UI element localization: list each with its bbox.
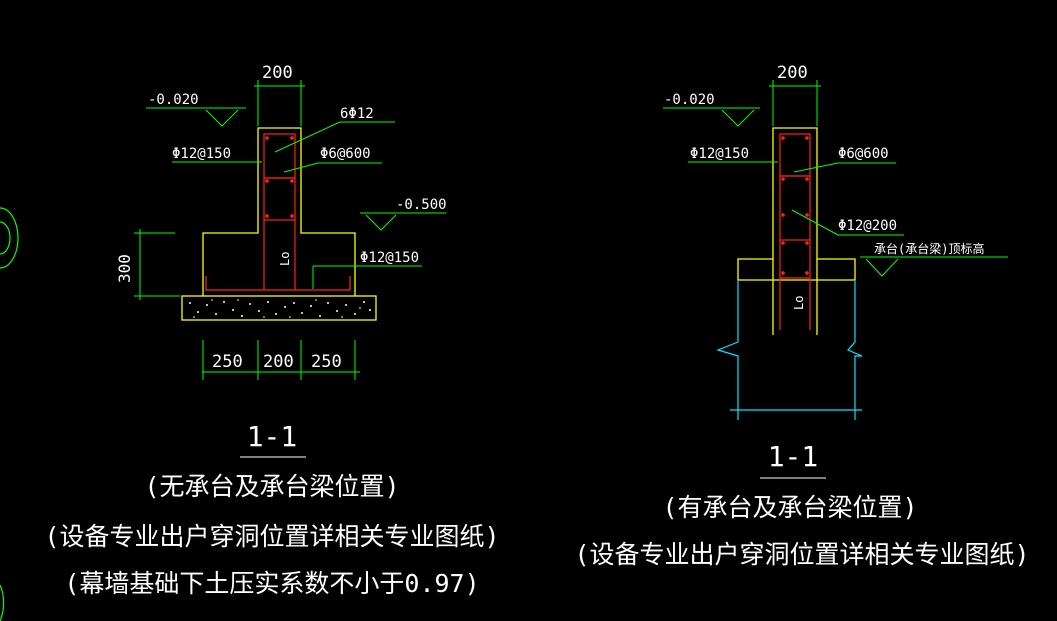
right-rebar-dots: [781, 136, 809, 275]
left-rebar: [205, 133, 351, 291]
left-dim-right: 250: [311, 352, 342, 372]
edge-marker-top-inner: [0, 221, 11, 255]
right-dim-top: 200: [777, 63, 808, 83]
left-dim-top: 200: [262, 63, 293, 83]
right-wall-outline: [737, 127, 856, 280]
left-note-1: (无承台及承台梁位置): [144, 472, 399, 501]
right-note-1: (有承台及承台梁位置): [662, 493, 917, 522]
left-wall-outline: [202, 127, 356, 296]
right-tie-label: Φ6@600: [838, 146, 889, 162]
right-rebar: [779, 133, 811, 330]
left-tie-label: Φ6@600: [320, 146, 371, 162]
right-dimensions: [769, 80, 821, 126]
right-elev-top: -0.020: [664, 92, 715, 108]
right-section-detail: 200 -0.020 Φ12@150 Φ6@600 Φ12@200 承台(承台梁…: [574, 63, 1029, 569]
edge-marker-bottom: [0, 584, 5, 621]
left-dimensions: [134, 80, 360, 380]
left-title-block: 1-1 (无承台及承台梁位置) (设备专业出户穿洞位置详相关专业图纸) (幕墙基…: [44, 420, 499, 598]
left-elev-side: -0.500: [396, 197, 447, 213]
left-note-2: (设备专业出户穿洞位置详相关专业图纸): [44, 522, 499, 551]
right-cap-elevation-label: 承台(承台梁)顶标高: [874, 241, 984, 256]
right-anchor-label: Lo: [792, 296, 806, 310]
left-note-3: (幕墙基础下土压实系数不小于0.97): [64, 569, 479, 598]
left-stirrup-label: Φ12@150: [172, 146, 231, 162]
right-leaders: [663, 107, 1008, 277]
left-labels: 200 -0.020 6Φ12 Φ12@150 Φ6@600 -0.500 Φ1…: [115, 63, 447, 372]
left-rebar-main-label: 6Φ12: [340, 106, 374, 122]
right-note-2: (设备专业出户穿洞位置详相关专业图纸): [574, 540, 1029, 569]
right-stirrup2-label: Φ12@200: [838, 218, 897, 234]
left-leaders: [146, 107, 446, 289]
left-anchor-label: Lo: [278, 252, 292, 266]
edge-marker-top: [0, 207, 19, 269]
left-section-title: 1-1: [247, 420, 298, 453]
left-gravel-cushion: [181, 295, 377, 321]
left-bottom-bar-label: Φ12@150: [360, 250, 419, 266]
left-height-dim: 300: [115, 254, 134, 283]
right-title-block: 1-1 (有承台及承台梁位置) (设备专业出户穿洞位置详相关专业图纸): [574, 440, 1029, 569]
left-section-detail: 200 -0.020 6Φ12 Φ12@150 Φ6@600 -0.500 Φ1…: [44, 63, 499, 598]
right-stirrup-label: Φ12@150: [690, 146, 749, 162]
left-gravel-texture: [189, 299, 371, 318]
left-dim-mid: 200: [263, 352, 294, 372]
right-pile-outline: [716, 280, 863, 420]
left-dim-left: 250: [212, 352, 243, 372]
left-elev-top: -0.020: [148, 92, 199, 108]
right-labels: 200 -0.020 Φ12@150 Φ6@600 Φ12@200 承台(承台梁…: [664, 63, 984, 310]
left-rebar-dots: [265, 136, 294, 218]
right-section-title: 1-1: [768, 440, 819, 473]
edge-marker-group: [0, 207, 19, 621]
